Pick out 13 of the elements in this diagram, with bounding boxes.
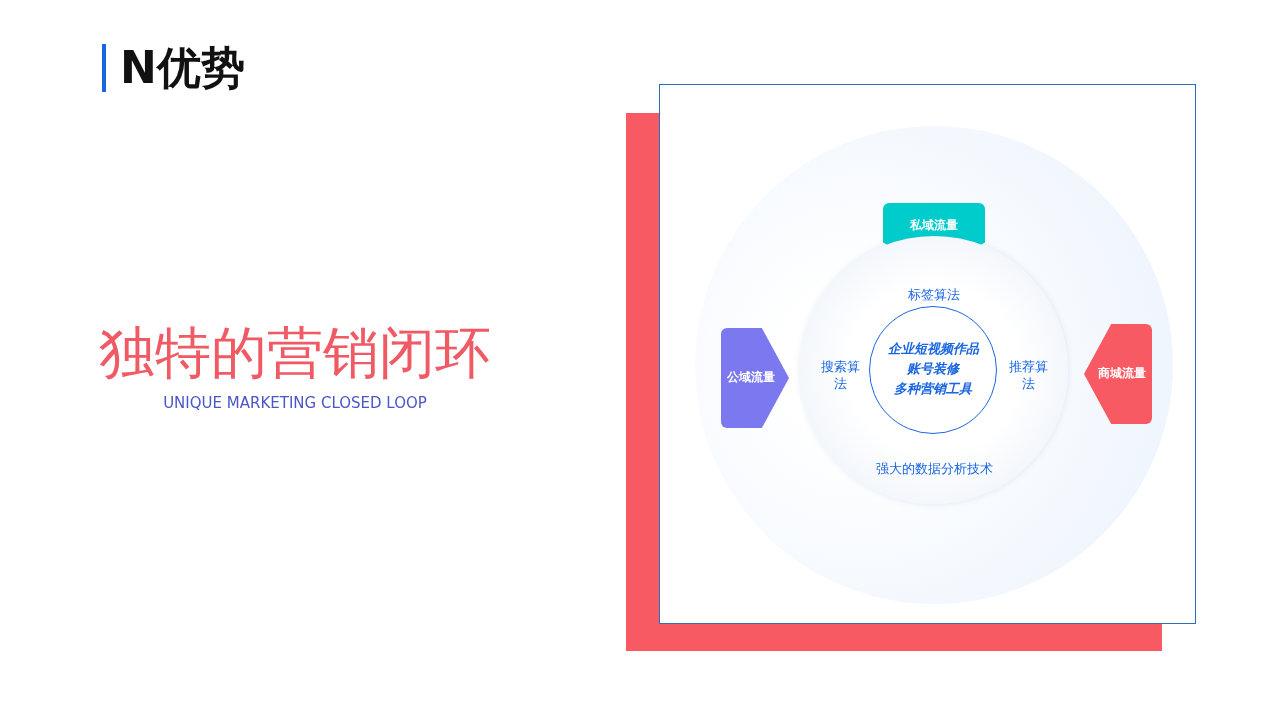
- tag-label: 公域流量: [726, 369, 776, 386]
- algorithm-label: 搜索算法: [820, 358, 860, 392]
- core-text: 多种营销工具: [893, 380, 974, 398]
- tag-label: 私域流量: [909, 217, 959, 234]
- core-text: 账号装修: [906, 360, 961, 378]
- section-heading: N优势: [120, 41, 245, 95]
- algorithm-label: 标签算法: [907, 286, 961, 303]
- algorithm-label: 强大的数据分析技术: [874, 460, 994, 477]
- algorithm-label: 推荐算法: [1008, 358, 1048, 392]
- core-text: 企业短视频作品: [886, 340, 981, 358]
- subtitle: UNIQUE MARKETING CLOSED LOOP: [162, 394, 428, 412]
- slide-title: 独特的营销闭环: [98, 319, 492, 387]
- tag-label: 商城流量: [1097, 365, 1147, 382]
